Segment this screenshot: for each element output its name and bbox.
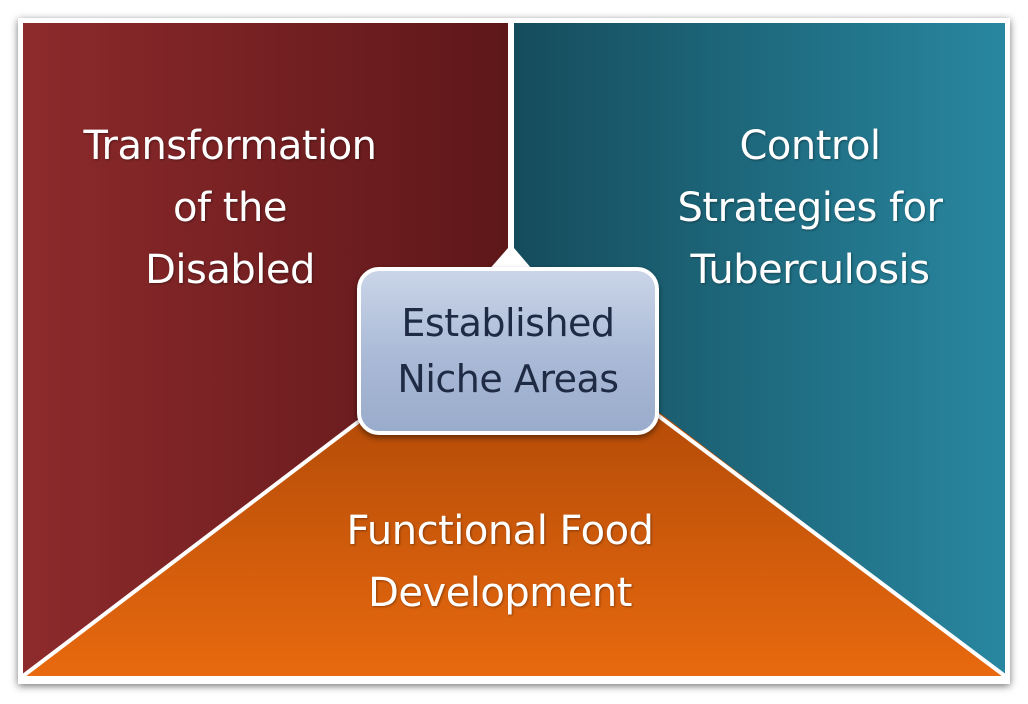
center-box: Established Niche Areas bbox=[357, 267, 659, 435]
right-quadrant-label: Control Strategies for Tuberculosis bbox=[677, 123, 944, 293]
left-quadrant-label: Transformation of the Disabled bbox=[83, 123, 377, 293]
bottom-panel bbox=[23, 413, 1005, 676]
right-diagonal-divider bbox=[654, 412, 1007, 678]
left-diagonal-divider bbox=[21, 420, 360, 678]
frame-border bbox=[18, 18, 1010, 681]
bottom-quadrant-label: Functional Food Development bbox=[346, 508, 654, 616]
left-panel bbox=[23, 23, 508, 676]
center-label: Established Niche Areas bbox=[397, 301, 619, 401]
right-panel bbox=[514, 23, 1005, 676]
